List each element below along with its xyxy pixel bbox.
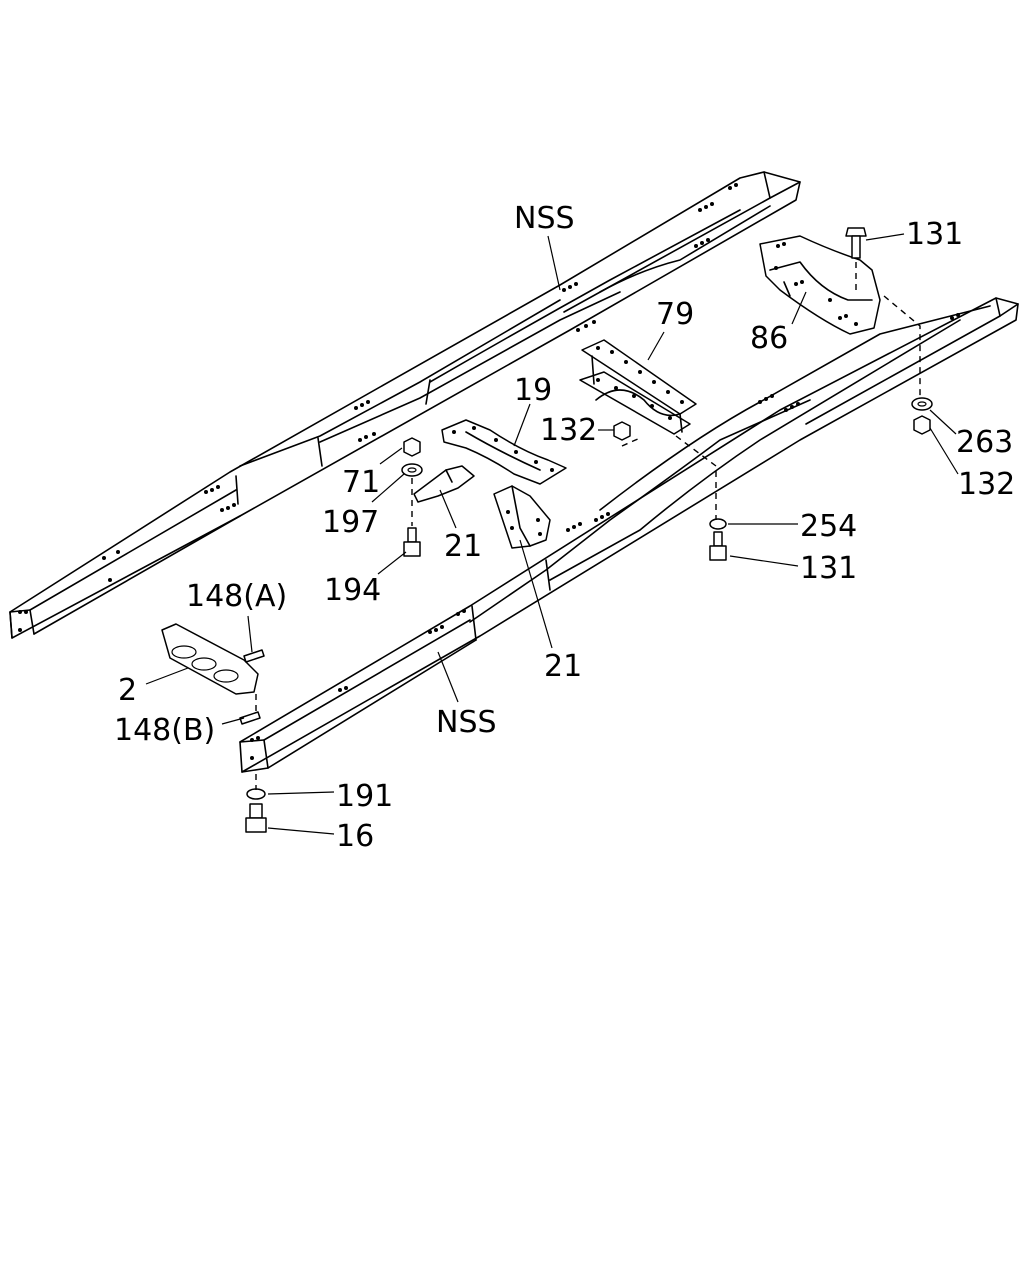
label-79: 79 [656,297,694,332]
label-nss-top: NSS [514,201,575,236]
label-191: 191 [336,779,393,814]
bracket-21-upper [413,465,475,503]
label-197: 197 [322,505,379,540]
crossmember-86 [759,235,881,335]
label-148a: 148(A) [186,579,287,614]
crossmember-2 [161,623,259,695]
crossmember-79 [579,339,697,435]
leader-lines [145,233,959,835]
assembly-lines [255,262,921,790]
label-nss-bottom: NSS [436,705,497,740]
rail-holes-right [250,313,960,760]
label-254: 254 [800,509,857,544]
label-148b: 148(B) [114,713,215,748]
fasteners [239,227,933,833]
bracket-21-lower [493,485,551,549]
label-263: 263 [956,425,1013,460]
label-2: 2 [118,673,137,708]
label-132-mid: 132 [540,413,597,448]
left-side-rail [9,171,801,639]
label-21-upper: 21 [444,529,482,564]
rail-holes-left [18,183,738,632]
label-131-top: 131 [906,217,963,252]
label-194: 194 [324,573,381,608]
crossmember-19 [441,419,567,485]
label-86: 86 [750,321,788,356]
label-132-right: 132 [958,467,1015,502]
label-71: 71 [342,465,380,500]
label-131-lower: 131 [800,551,857,586]
label-16: 16 [336,819,374,854]
label-19: 19 [514,373,552,408]
label-21-lower: 21 [544,649,582,684]
